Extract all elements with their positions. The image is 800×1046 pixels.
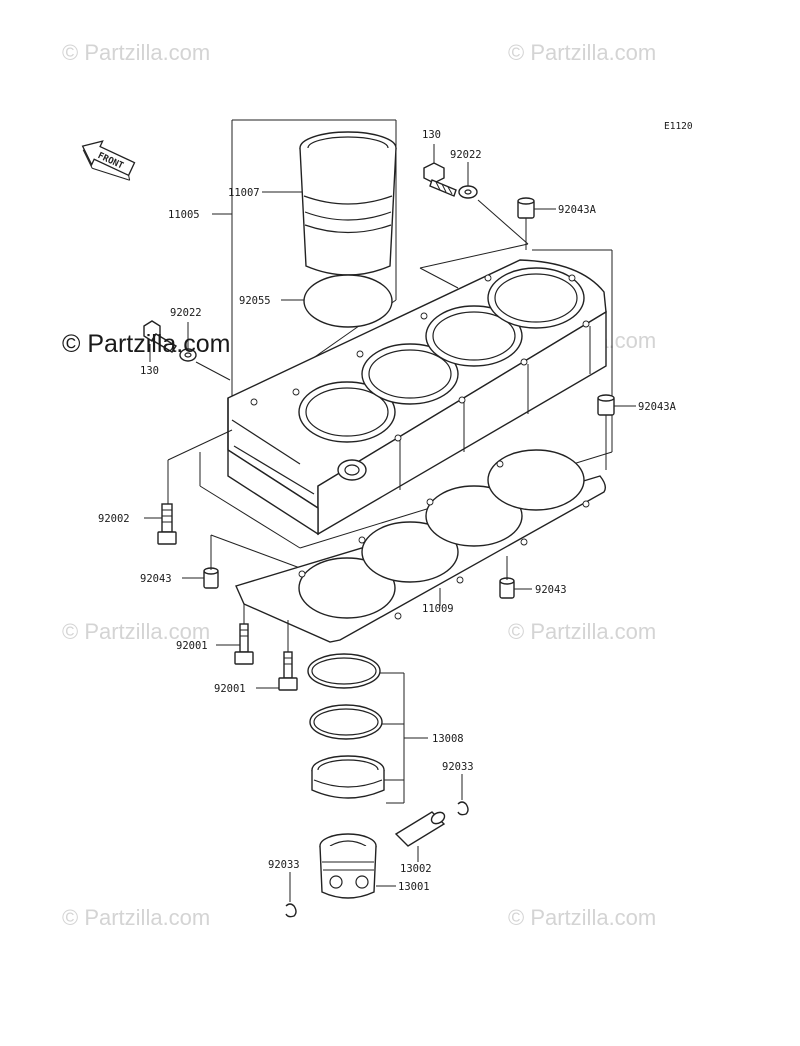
part-number-11005[interactable]: 11005 [168,209,200,221]
watermark: © Partzilla.com [508,619,657,644]
part-number-130-left[interactable]: 130 [140,365,159,377]
watermark: © Partzilla.com [508,40,657,65]
part-number-130-top[interactable]: 130 [422,129,441,141]
circlip-92033-right [457,774,469,816]
part-number-92001-b[interactable]: 92001 [214,683,246,695]
o-ring [303,274,393,328]
part-number-92055[interactable]: 92055 [239,295,271,307]
watermark-main: © Partzilla.com [62,330,231,358]
piston-pin [394,811,446,862]
bolt-92001-b [256,620,298,691]
cylinder-block [227,259,607,536]
bolt-92002 [144,429,233,545]
base-gasket [235,449,607,643]
front-arrow-icon: FRONT [81,140,136,181]
part-number-13002[interactable]: 13002 [400,863,432,875]
watermark: © Partzilla.com [62,619,211,644]
piston-ring-set [307,653,428,804]
part-number-92001-a[interactable]: 92001 [176,640,208,652]
dowel-92043A-right [597,394,636,470]
dowel-92043-right [499,556,532,599]
part-number-92043A-top[interactable]: 92043A [558,204,597,216]
part-number-92043-right[interactable]: 92043 [535,584,567,596]
bolt-130-top [423,144,457,197]
part-number-92043A-right[interactable]: 92043A [638,401,677,413]
watermark: © Partzilla.com [508,905,657,930]
part-number-92022-left[interactable]: 92022 [170,307,202,319]
part-number-92033-left[interactable]: 92033 [268,859,300,871]
part-number-92033-right[interactable]: 92033 [442,761,474,773]
dowel-92043A-top [517,197,556,250]
washer-92022-left [179,322,197,362]
circlip-92033-left [285,872,297,918]
part-number-11007[interactable]: 11007 [228,187,260,199]
dowel-92043-left [182,535,219,589]
part-number-13008[interactable]: 13008 [432,733,464,745]
part-number-92002[interactable]: 92002 [98,513,130,525]
cylinder-liner [262,131,397,276]
part-number-92022-top[interactable]: 92022 [450,149,482,161]
part-number-11009[interactable]: 11009 [422,603,454,615]
washer-92022-top [458,162,478,199]
bolt-130-left [143,320,177,362]
watermark: © Partzilla.com [62,905,211,930]
watermark: © Partzilla.com [62,40,211,65]
part-number-92043-left[interactable]: 92043 [140,573,172,585]
bolt-92001-a [216,604,254,665]
diagram-code: E1120 [664,121,693,132]
part-number-13001[interactable]: 13001 [398,881,430,893]
piston [319,833,396,899]
